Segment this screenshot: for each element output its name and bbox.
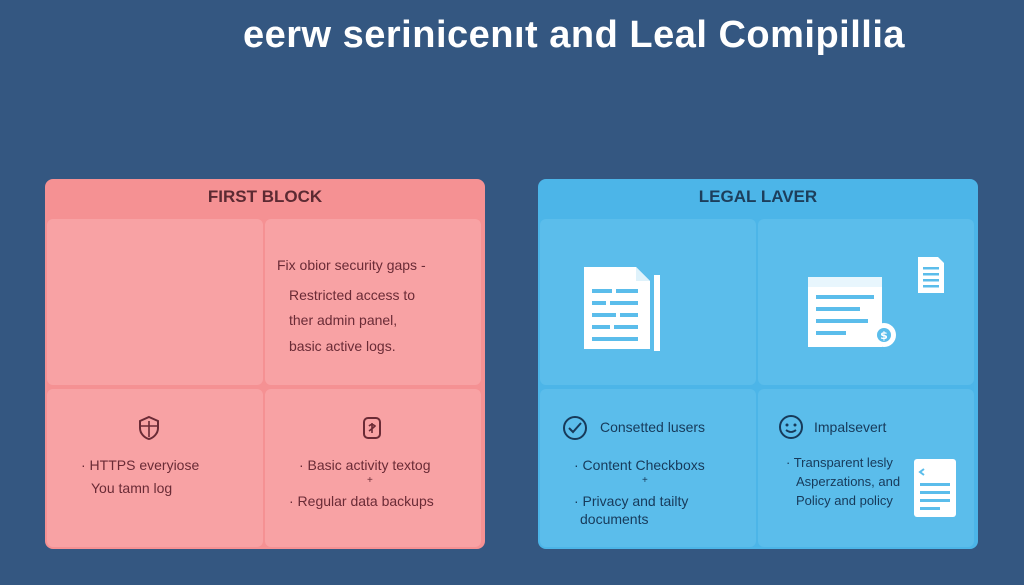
legal-layer-cell-top-left bbox=[540, 219, 756, 385]
plus-sign: + bbox=[367, 475, 373, 486]
small-document-icon bbox=[918, 257, 944, 293]
smiley-icon bbox=[779, 415, 803, 439]
lock-icon bbox=[363, 417, 381, 439]
transparent-text: · Transparent lesly bbox=[786, 455, 893, 470]
policy-document-icon bbox=[914, 459, 956, 517]
documents-text: documents bbox=[580, 511, 649, 527]
svg-text:$: $ bbox=[880, 329, 888, 342]
active-logs-text: basic active logs. bbox=[289, 338, 396, 354]
legal-layer-cell-bottom-left: Consetted lusers · Content Checkboxs + ·… bbox=[540, 389, 756, 547]
activity-log-text: · Basic activity textog bbox=[299, 457, 431, 473]
check-circle-icon bbox=[563, 416, 587, 440]
admin-panel-text: ther admin panel, bbox=[289, 312, 398, 328]
first-block-heading: FIRST BLOCK bbox=[207, 187, 323, 206]
plus-sign-legal: + bbox=[642, 475, 648, 486]
legal-layer-panel: LEGAL LAVER bbox=[538, 179, 978, 549]
privacy-text: · Privacy and tailty bbox=[574, 493, 689, 509]
diagram-title: eerw serinicenıt and Leal Comipillia bbox=[242, 14, 906, 56]
legal-layer-cell-bottom-right: Impalsevert · Transparent lesly Asperzat… bbox=[758, 389, 974, 547]
impalsevert-header: Impalsevert bbox=[814, 419, 887, 435]
legal-layer-heading: LEGAL LAVER bbox=[698, 187, 818, 206]
restricted-access-text: Restricted access to bbox=[289, 287, 416, 303]
legal-layer-cell-top-right: $ bbox=[758, 219, 974, 385]
shield-icon bbox=[139, 415, 159, 441]
first-block-cell-top-right: Fix obior security gaps - Restricted acc… bbox=[265, 219, 481, 385]
data-backups-text: · Regular data backups bbox=[289, 493, 434, 509]
https-text: · HTTPS everyiose bbox=[81, 457, 200, 473]
content-checkbox-text: · Content Checkboxs bbox=[574, 457, 705, 473]
asperzations-text: Asperzations, and bbox=[796, 474, 901, 489]
consented-users-header: Consetted lusers bbox=[600, 419, 706, 435]
security-gaps-text: Fix obior security gaps - bbox=[277, 257, 426, 273]
first-block-cell-bottom-left: · HTTPS everyiose You tamn log bbox=[47, 389, 263, 547]
first-block-cell-bottom-right: · Basic activity textog + · Regular data… bbox=[265, 389, 481, 547]
first-block-panel: FIRST BLOCK Fix obior security gaps - Re… bbox=[45, 179, 485, 549]
first-block-cell-top-left bbox=[47, 219, 263, 385]
log-text: You tamn log bbox=[91, 480, 173, 496]
document-icon bbox=[584, 267, 660, 351]
policy-text: Policy and policy bbox=[796, 493, 893, 508]
billing-document-icon: $ bbox=[808, 277, 896, 347]
